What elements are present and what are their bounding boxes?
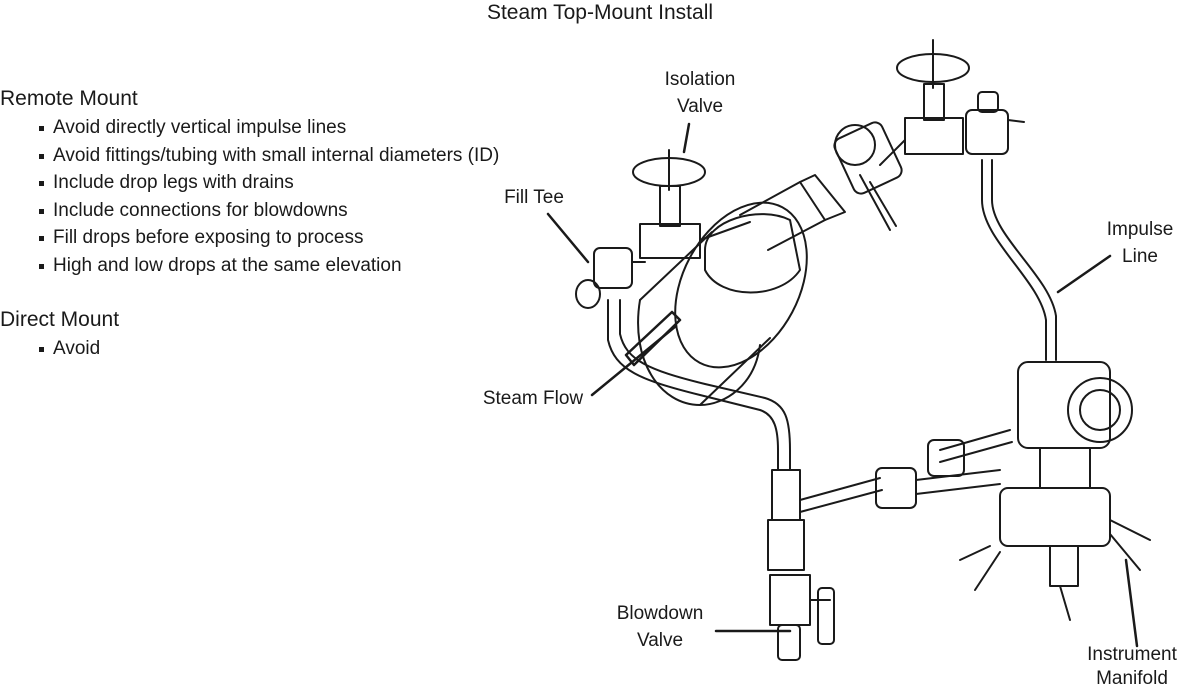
fill-tee-left (575, 247, 646, 309)
list-item: High and low drops at the same elevation (38, 252, 620, 280)
leader-lines (546, 122, 1139, 648)
list-item: Avoid directly vertical impulse lines (38, 114, 620, 142)
callout-line: Steam Flow (482, 388, 584, 409)
section-heading: Remote Mount (0, 87, 138, 110)
callout-line: Isolation (664, 69, 736, 90)
impulse-line-right (981, 159, 1057, 361)
leader-isolation-valve (682, 122, 691, 154)
section-heading: Direct Mount (0, 307, 120, 331)
callout-line: Valve (636, 630, 684, 651)
flowmeter-body (704, 121, 903, 294)
list-item: Avoid fittings/tubing with small interna… (38, 142, 620, 170)
steam-pipe (624, 201, 808, 406)
callout-line: Fill Tee (504, 187, 564, 208)
bullet-list: Avoid directly vertical impulse lines Av… (0, 114, 620, 280)
list-item: Fill drops before exposing to process (38, 224, 620, 252)
callout-instrument-manifold: Instrument Manifold (1064, 643, 1200, 691)
leader-instrument-manifold (1124, 558, 1139, 648)
manifold-piping (799, 429, 1013, 513)
fill-tee-right (965, 91, 1025, 155)
isolation-valve-right (879, 39, 970, 166)
callout-fill-tee: Fill Tee (486, 184, 582, 211)
callout-line: Line (1122, 246, 1158, 267)
list-item: Include connections for blowdowns (38, 197, 620, 225)
install-notes: Remote Mount Avoid directly vertical imp… (0, 86, 620, 389)
blowdown-valve (767, 469, 835, 661)
callout-steam-flow: Steam Flow (466, 385, 600, 412)
callout-line: Manifold (1096, 668, 1168, 689)
callout-impulse-line: Impulse Line (1086, 216, 1194, 270)
instrument-manifold (959, 487, 1151, 621)
callout-line: Blowdown (616, 603, 704, 624)
isolation-valve-left (632, 149, 751, 259)
callout-line: Impulse (1106, 219, 1174, 240)
list-item: Avoid (38, 335, 620, 363)
callout-line: Valve (676, 96, 724, 117)
callout-line: Instrument (1087, 644, 1177, 665)
section-direct-mount: Direct Mount Avoid (0, 307, 620, 363)
impulse-line-left (607, 299, 791, 471)
list-item: Include drop legs with drains (38, 169, 620, 197)
leader-fill-tee (546, 212, 590, 264)
transmitter (1017, 361, 1133, 489)
callout-blowdown-valve: Blowdown Valve (598, 600, 722, 654)
diagram-title: Steam Top-Mount Install (486, 1, 714, 24)
callout-isolation-valve: Isolation Valve (646, 66, 754, 120)
section-remote-mount: Remote Mount Avoid directly vertical imp… (0, 86, 620, 280)
bullet-list: Avoid (0, 335, 620, 363)
leader-impulse-line (1056, 254, 1112, 294)
